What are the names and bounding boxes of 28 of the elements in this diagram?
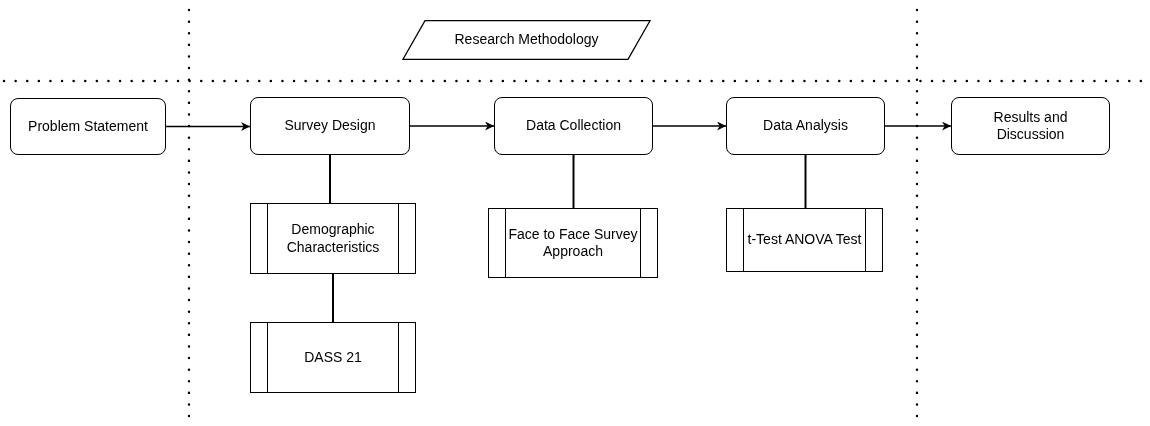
node-label: t-Test ANOVA Test (747, 231, 862, 249)
process-box (951, 97, 1110, 155)
node-label: Problem Statement (28, 117, 148, 136)
subprocess-box (726, 208, 883, 272)
arrow (884, 121, 952, 131)
process-box (250, 97, 410, 155)
connector-line (329, 154, 331, 204)
node-label: Demographic Characteristics (285, 221, 381, 256)
node-label: DASS 21 (304, 348, 362, 367)
subprocess-box (250, 203, 416, 274)
node-label: Data Collection (526, 117, 621, 135)
arrow (409, 121, 495, 131)
connector-line (804, 154, 807, 209)
subprocess-box (488, 208, 658, 278)
node-label: Data Analysis (763, 117, 848, 135)
node-label: Research Methodology (454, 31, 599, 49)
connector-line (332, 273, 334, 323)
process-box (10, 98, 166, 155)
process-box (494, 97, 653, 155)
subprocess-box (250, 322, 416, 393)
parallelogram-box (403, 20, 650, 60)
node-label: Results and Discussion (992, 108, 1069, 144)
process-box (726, 97, 885, 155)
connector-line (572, 154, 575, 209)
arrow (652, 121, 727, 131)
node-label: Face to Face Survey Approach (507, 225, 639, 261)
node-label: Survey Design (284, 117, 376, 135)
arrow (165, 122, 251, 131)
